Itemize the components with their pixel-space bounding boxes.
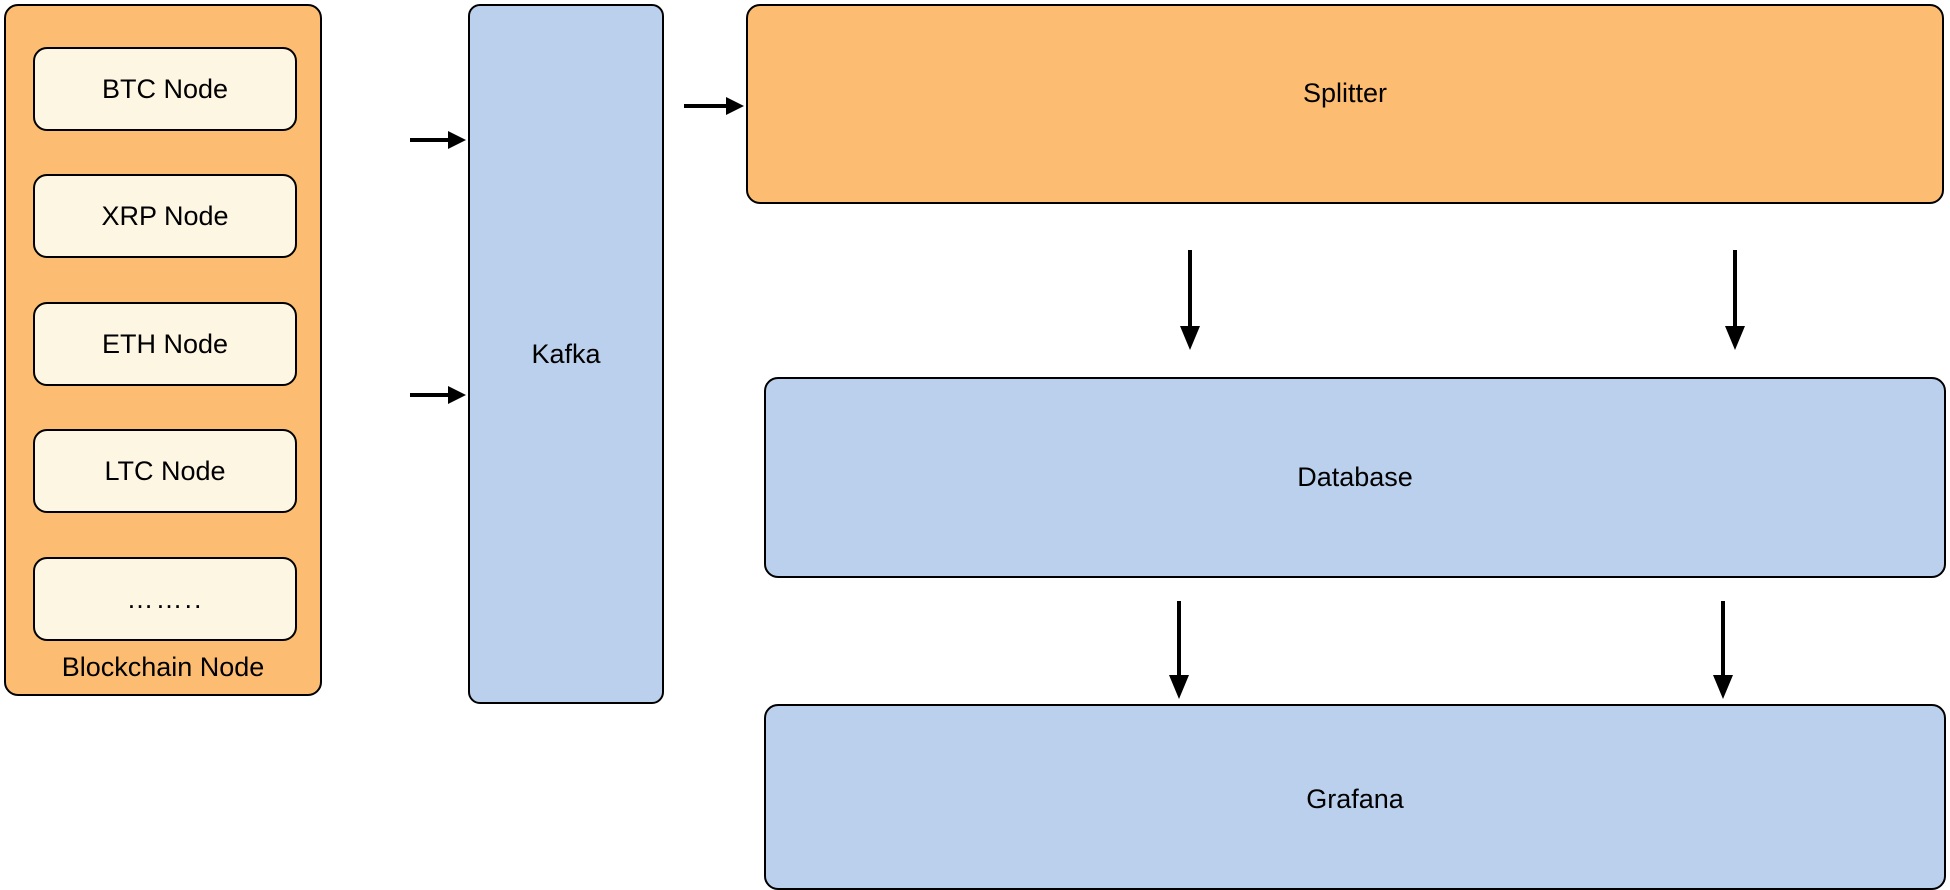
grafana-label: Grafana [1306,784,1404,814]
database-label: Database [1297,462,1413,492]
arrow-splitter-to-database-left [1175,250,1205,352]
node-box-btc[interactable]: BTC Node [33,47,297,131]
node-label: LTC Node [104,455,226,486]
node-box-xrp[interactable]: XRP Node [33,174,297,258]
arrow-splitter-to-database-right [1720,250,1750,352]
node-box-more[interactable]: …….. [33,557,297,641]
node-label: XRP Node [101,200,229,231]
splitter-label: Splitter [1302,78,1388,108]
blockchain-node-group[interactable]: BTC Node XRP Node ETH Node LTC Node ……..… [4,4,322,696]
node-label: BTC Node [101,73,229,104]
arrow-database-to-grafana-right [1708,601,1738,701]
node-box-eth[interactable]: ETH Node [33,302,297,386]
splitter-box[interactable]: Splitter [746,4,1944,204]
node-box-ltc[interactable]: LTC Node [33,429,297,513]
database-box[interactable]: Database [764,377,1946,578]
kafka-box[interactable]: Kafka [468,4,664,704]
node-label-ellipsis: …….. [126,583,204,614]
kafka-label: Kafka [531,338,601,369]
arrow-btc-to-kafka [410,128,470,152]
node-label: ETH Node [101,328,229,359]
arrow-database-to-grafana-left [1164,601,1194,701]
arrow-kafka-to-splitter [684,94,748,118]
arrow-eth-to-kafka [410,383,470,407]
grafana-box[interactable]: Grafana [764,704,1946,890]
blockchain-node-group-label: Blockchain Node [61,652,265,682]
